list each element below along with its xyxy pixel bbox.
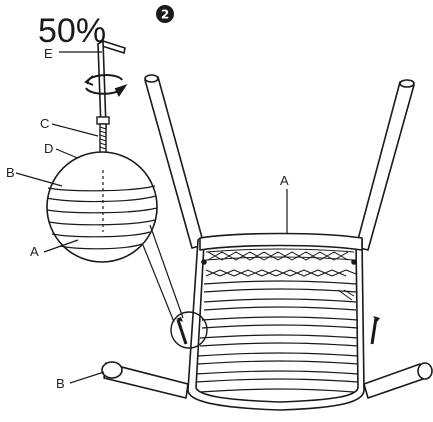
front-bar: [199, 232, 363, 251]
leader-a-zoom: [43, 239, 79, 253]
label-a-zoom: A: [30, 244, 39, 259]
step-number: 2: [161, 8, 169, 22]
leader-b-zoom: [15, 172, 63, 187]
zoom-detail-circle: [46, 151, 158, 263]
rotation-arrow-icon: [84, 74, 128, 97]
leader-c: [51, 123, 99, 137]
leader-b-leg: [69, 371, 105, 384]
label-d: D: [44, 141, 53, 156]
hex-key-tool: [97, 39, 126, 129]
zoom-leader-1: [149, 224, 184, 319]
step-badge: 2: [156, 5, 174, 23]
label-a-seat: A: [280, 173, 289, 188]
zoom-percent-label: 50%: [38, 12, 106, 50]
front-left-leg: [101, 361, 189, 399]
label-b-leg: B: [56, 376, 65, 391]
label-e: E: [44, 46, 53, 61]
chair: [101, 74, 433, 411]
label-b-zoom: B: [6, 165, 15, 180]
front-right-leg: [363, 362, 433, 399]
zoom-leader-2: [142, 244, 175, 323]
right-bolt: [370, 316, 380, 345]
step-badge-circle: [156, 5, 174, 23]
label-c: C: [40, 116, 49, 131]
right-upright-leg: [355, 79, 415, 251]
seat-weave: [205, 248, 357, 301]
seat-slats: [195, 280, 359, 393]
bolt: [96, 116, 110, 155]
detail-circle-small: [170, 311, 208, 349]
seat-frame: [187, 233, 365, 411]
